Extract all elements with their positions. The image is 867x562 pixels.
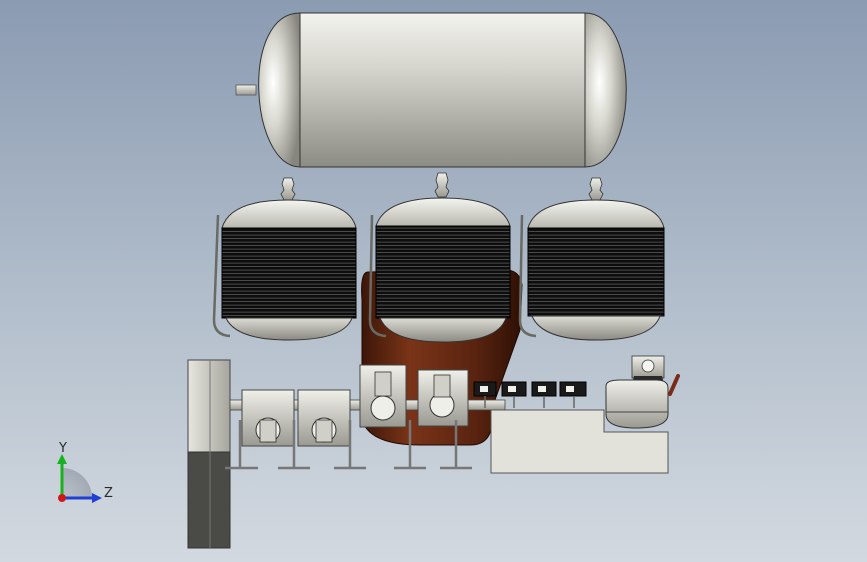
actuator-3-cap <box>538 386 546 392</box>
stand-3 <box>334 420 366 470</box>
coil-middle <box>375 225 511 319</box>
valve-actuators[interactable] <box>473 381 587 408</box>
triad-y-label: Y <box>58 441 67 456</box>
valve-right <box>588 177 604 201</box>
small-pressure-vessel[interactable] <box>605 355 680 429</box>
dome-top-left <box>221 199 357 229</box>
main-tank-nozzle <box>235 84 257 96</box>
stand-5 <box>440 420 472 470</box>
valve-middle <box>434 172 450 198</box>
actuator-1-cap <box>480 386 488 392</box>
stand-2 <box>278 420 310 470</box>
base-block[interactable] <box>490 409 669 474</box>
dome-top-middle <box>375 197 511 227</box>
triad-background <box>62 468 92 498</box>
support-stands <box>225 420 472 470</box>
coil-right <box>527 227 665 317</box>
stand-4 <box>394 420 426 470</box>
dome-top-right <box>527 199 665 229</box>
crank-throw-2[interactable] <box>297 389 351 447</box>
coil-left <box>221 227 357 319</box>
triad-z-label: Z <box>104 486 113 501</box>
valve-left <box>280 177 296 201</box>
orientation-triad: Y Z <box>57 441 113 503</box>
main-tank-body <box>299 12 586 168</box>
crank-web-3 <box>374 371 392 397</box>
main-tank-right-cap <box>584 12 627 168</box>
dome-bottom-right <box>531 315 661 341</box>
pipe-middle <box>368 214 387 338</box>
triad-y-arrow <box>57 454 67 464</box>
triad-origin <box>58 494 66 502</box>
actuator-4-cap <box>566 386 574 392</box>
crank-throw-4[interactable] <box>417 369 469 427</box>
crank-throw-1[interactable] <box>241 389 295 447</box>
pipe-right <box>518 214 537 338</box>
coil-vessel-right[interactable] <box>518 177 665 341</box>
actuator-2-cap <box>508 386 516 392</box>
gauge-dial <box>641 359 655 373</box>
coil-vessel-middle[interactable] <box>368 172 511 343</box>
crank-web-1 <box>259 419 277 443</box>
main-tank-left-cap <box>258 12 301 168</box>
dome-bottom-middle <box>379 317 507 343</box>
stand-1 <box>225 420 258 470</box>
coil-vessel-left[interactable] <box>212 177 357 341</box>
flywheel-lower-shade <box>187 451 231 549</box>
crank-throw-3[interactable] <box>359 364 407 428</box>
base-block-body <box>490 409 669 474</box>
crank-bearing-3 <box>370 395 396 421</box>
triad-z-arrow <box>92 493 102 503</box>
relief-lever <box>668 374 680 396</box>
small-vessel-body <box>605 379 669 429</box>
main-tank[interactable] <box>235 12 627 168</box>
crank-web-2 <box>315 419 333 443</box>
flywheel[interactable] <box>187 359 231 549</box>
pipe-left <box>212 214 231 338</box>
dome-bottom-left <box>225 317 353 341</box>
crank-web-4 <box>433 374 451 398</box>
